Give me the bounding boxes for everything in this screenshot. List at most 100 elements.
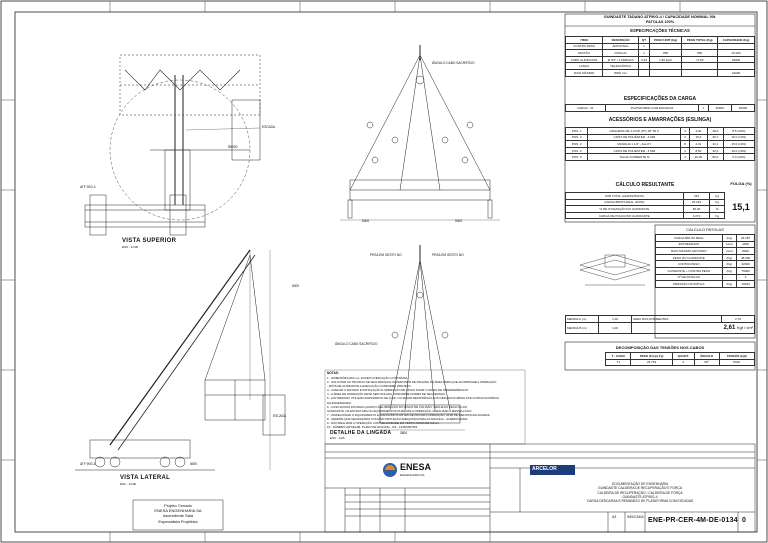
table-cell: 23800 [717, 55, 755, 64]
folga-label: FOLGA (%) [730, 181, 752, 186]
table-header-cell: PESO (Força Fy) [630, 352, 673, 360]
area-label: AREA DOS DORMENTES [631, 315, 722, 323]
dim-8000: 8000 [190, 462, 198, 466]
table-cell: RAIO MÁXIMO ADOTADO [655, 247, 723, 255]
ladder-label-side: ESCADA [273, 414, 287, 418]
table-header-cell: QUANT. [671, 352, 695, 360]
table-row: GUINDASTE + CONTRA PESO(Kg)70000 [655, 266, 755, 275]
table-cell: (mm) [721, 247, 738, 255]
spec-header: ESPECIFICAÇÕES TÉCNICAS [630, 28, 690, 33]
table-cell [648, 62, 683, 70]
scale-value: INDICADA [627, 515, 644, 519]
table-cell: 71,80 [681, 55, 719, 64]
table-cell: 39,7 [707, 133, 724, 142]
table-cell: Kg [709, 198, 725, 207]
table-cell: 850 [648, 49, 683, 57]
table-cell: ENTREPANOS [655, 240, 723, 249]
table-cell: 15,6 [688, 133, 709, 142]
table-cell: (Kg) [721, 260, 738, 268]
cable-angle-label: ÂNGULO CABO SACRIFÍCIO [432, 61, 475, 65]
table-header-cell: CAPACIDADE (Kg) [717, 36, 755, 44]
text-line: ENESA ENGENHARIA SA [154, 508, 202, 514]
table-cell: 80,0 [707, 153, 724, 161]
table-cell: 4 [680, 146, 690, 155]
text-line: Especialista Projetista [158, 518, 198, 524]
table-cell: 1 [698, 104, 709, 112]
table-cell [681, 62, 719, 70]
table-cell: 26000 [730, 104, 756, 112]
table-cell: Ø 3/4" / 4 PERNAS [602, 55, 639, 64]
table-cell: 4 [680, 127, 690, 135]
table-cell [717, 42, 755, 51]
revision-value: 0 [742, 517, 746, 524]
table-cell: 26000 [707, 104, 732, 112]
table-header-cell: PESO TOTAL (Kg) [681, 36, 719, 44]
table-cell: GUINDASTE + CONTRA PESO [655, 266, 723, 275]
medida-b-label: MEDIDA B (m) [565, 321, 599, 334]
table-cell: (Kg) [721, 266, 738, 275]
table-cell: POS. 1 [564, 127, 589, 135]
table-cell: 48.000 [736, 253, 755, 262]
table-cell: Nº DE PATOLAS [655, 273, 723, 282]
table-cell: 60º [693, 358, 720, 367]
table-cell: RAIO MÁXIMO [564, 68, 604, 77]
table-cell: ADICIONAL [602, 42, 639, 51]
table-cell: 32,5 [707, 146, 724, 155]
table-cell: % DE UTILIZAÇÃO DO GUINDASTE [565, 205, 684, 213]
side-view-scale: ESC.: 1/100 [120, 482, 137, 486]
note-item: 4 - A ÁREA DE OPERAÇÃO DEVE SER ISOLADA … [327, 392, 446, 397]
detail-view-title: DETALHE DA LINGADA [330, 430, 392, 436]
table-cell [681, 42, 719, 51]
table-row: ENTREPANOS(mm)4000 [655, 240, 755, 249]
table-cell: 70440 [736, 280, 755, 288]
table-cell: 10.0 (10%) [722, 146, 756, 155]
table-cell: TALHA CORRENTE 5t [587, 153, 682, 161]
table-cell: 84,90 [682, 205, 711, 213]
result-header: CÁLCULO RESULTANTE [615, 182, 675, 188]
table-cell: 4 [671, 358, 695, 367]
table-cell [637, 68, 651, 77]
partner-name: ARCELOR [532, 466, 557, 472]
note-item: 5 - AUTORIZADO UTILIZAR ACESSÓRIOS DE IÇ… [327, 396, 500, 401]
company-sub: ENGENHARIA SA [400, 473, 425, 477]
table-cell: 40.000 [717, 49, 755, 57]
decomp-header: DECOMPOSIÇÃO DAS TENSÕES NOS CABOS [615, 345, 705, 350]
text-line: Ascendente Sala [162, 513, 194, 519]
table-cell: Kg [709, 192, 725, 200]
main-subtitle: PATOLAS 100% [645, 20, 675, 24]
load-header: ESPECIFICAÇÕES DA CARGA [623, 96, 697, 102]
table-cell: 10.0 (10%) [722, 133, 756, 142]
folga-value: 15,1 [732, 202, 750, 212]
note-item: 3 - CHECAR O ESTADO E INSTALAÇÃO E OPERA… [327, 388, 469, 393]
table-cell: 26.243 [682, 198, 711, 207]
table-cell [648, 42, 683, 51]
patolas-header: CALCULO PATOLAS [686, 227, 724, 232]
table-header-cell: ÂNGULO [693, 352, 720, 360]
table-cell: (Kg) [721, 253, 738, 262]
table-cell: 4000 [736, 240, 755, 249]
text-line: CARGA DESCARGA E REMANEJO DE PLATAFORMA … [586, 499, 694, 504]
acc-header: ACESSÓRIOS E AMARRAÇÕES (ESLINGA) [608, 117, 712, 123]
arcelor-logo-icon [530, 465, 575, 475]
text-line: CALDEIRA DE RECUPERAÇÃO / CALDEIRA DE FO… [597, 490, 683, 495]
table-cell: SUB TOTAL (ACESSÓRIOS) [565, 192, 684, 200]
pressure-unit: Kgf / cm² [736, 324, 753, 330]
enesa-logo-icon [383, 463, 397, 477]
area-value: 2,70 [721, 315, 755, 323]
table-cell: 8000 mm [602, 68, 639, 77]
table-cell: (Kg) [721, 280, 738, 288]
table-cell: 8002 [718, 358, 756, 367]
radius-label: R8000 [228, 145, 238, 149]
